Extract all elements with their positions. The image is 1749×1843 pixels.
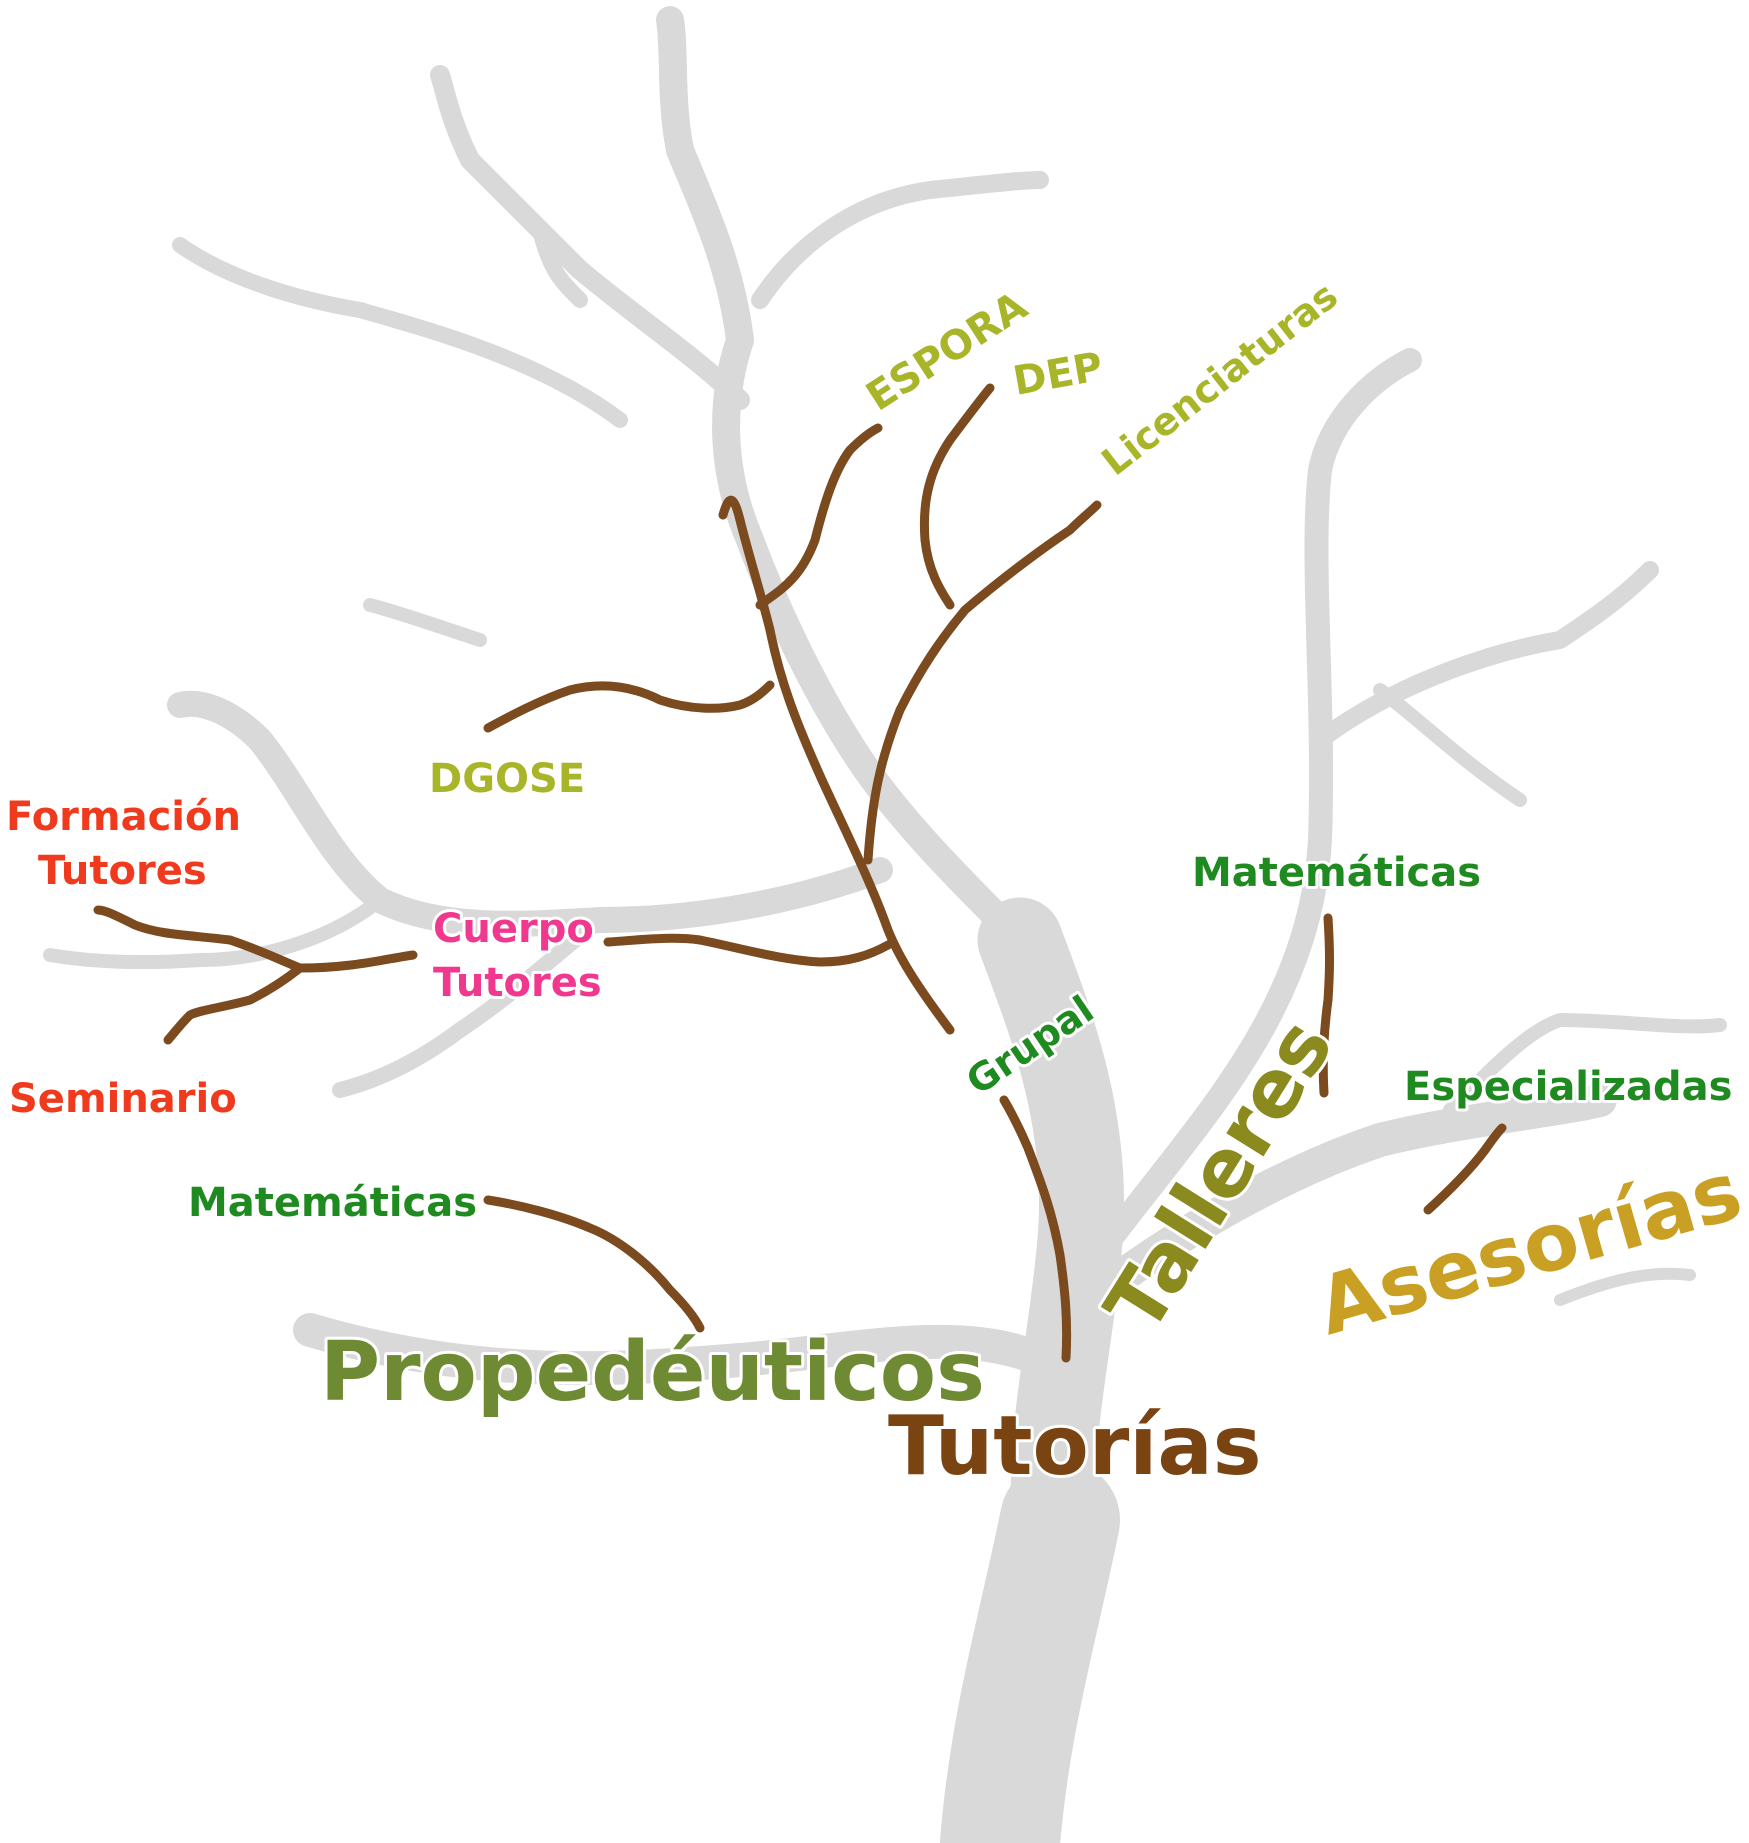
tree-twig-left-low — [43, 893, 387, 970]
tree-twig-middle-left-2 — [332, 912, 608, 1098]
label-especializadas: Especializadas — [1404, 1064, 1732, 1110]
label-cuerpo-tutores-line1: Cuerpo — [433, 906, 594, 952]
tree-twig-middle-left-3 — [363, 598, 487, 647]
line-licenciaturas — [863, 500, 1102, 865]
tree-limb-right — [1073, 1083, 1617, 1317]
branch-lines — [93, 383, 1507, 1363]
label-propedeuticos-matematicas: Matemáticas — [188, 1180, 477, 1226]
tree-main-upper — [656, 6, 1034, 954]
label-propedeuticos: Propedéuticos — [320, 1325, 985, 1420]
tree-twig-right-2 — [1373, 683, 1527, 807]
tree-limb-middle-left — [167, 690, 893, 937]
line-talleres — [1318, 913, 1334, 1098]
label-talleres-matematicas: Matemáticas — [1192, 850, 1481, 896]
label-tutorias: Tutorías — [888, 1399, 1262, 1494]
label-seminario: Seminario — [9, 1076, 237, 1122]
label-formacion-tutores-line2: Tutores — [38, 848, 207, 894]
line-dep — [919, 383, 995, 610]
line-formacion-tutores — [93, 905, 418, 973]
line-main-lower — [718, 495, 745, 525]
line-seminario — [163, 963, 305, 1045]
line-tutorias-grupal — [999, 1095, 1072, 1363]
label-licenciaturas: Licenciaturas — [1093, 273, 1345, 484]
label-dep: DEP — [1010, 344, 1106, 405]
label-cuerpo-tutores-line2: Tutores — [433, 960, 602, 1006]
line-propedeuticos — [483, 1195, 705, 1333]
tree-twig-top-left-3 — [172, 237, 628, 428]
line-asesorias — [1423, 1123, 1507, 1215]
background-tree — [43, 6, 1727, 1843]
tree-twig-right-1 — [1311, 561, 1659, 749]
tree-trunk-base — [940, 1460, 1120, 1843]
line-espora — [755, 423, 883, 610]
tree-limb-upper-right — [1098, 348, 1422, 1252]
tree-limb-left — [293, 1313, 1077, 1387]
label-asesorias: Asesorías — [1308, 1144, 1749, 1353]
tree-twig-top-left-2 — [532, 222, 588, 308]
tree-twig-right-4 — [1554, 1267, 1696, 1306]
label-dgose: DGOSE — [429, 756, 585, 802]
tree-twig-right-3 — [1443, 1013, 1727, 1117]
label-espora: ESPORA — [858, 283, 1035, 420]
label-formacion-tutores-line1: Formación — [6, 794, 241, 840]
line-cuerpo-tutores — [603, 933, 893, 967]
tree-twig-top-right — [751, 171, 1049, 309]
line-dgose — [483, 680, 775, 733]
